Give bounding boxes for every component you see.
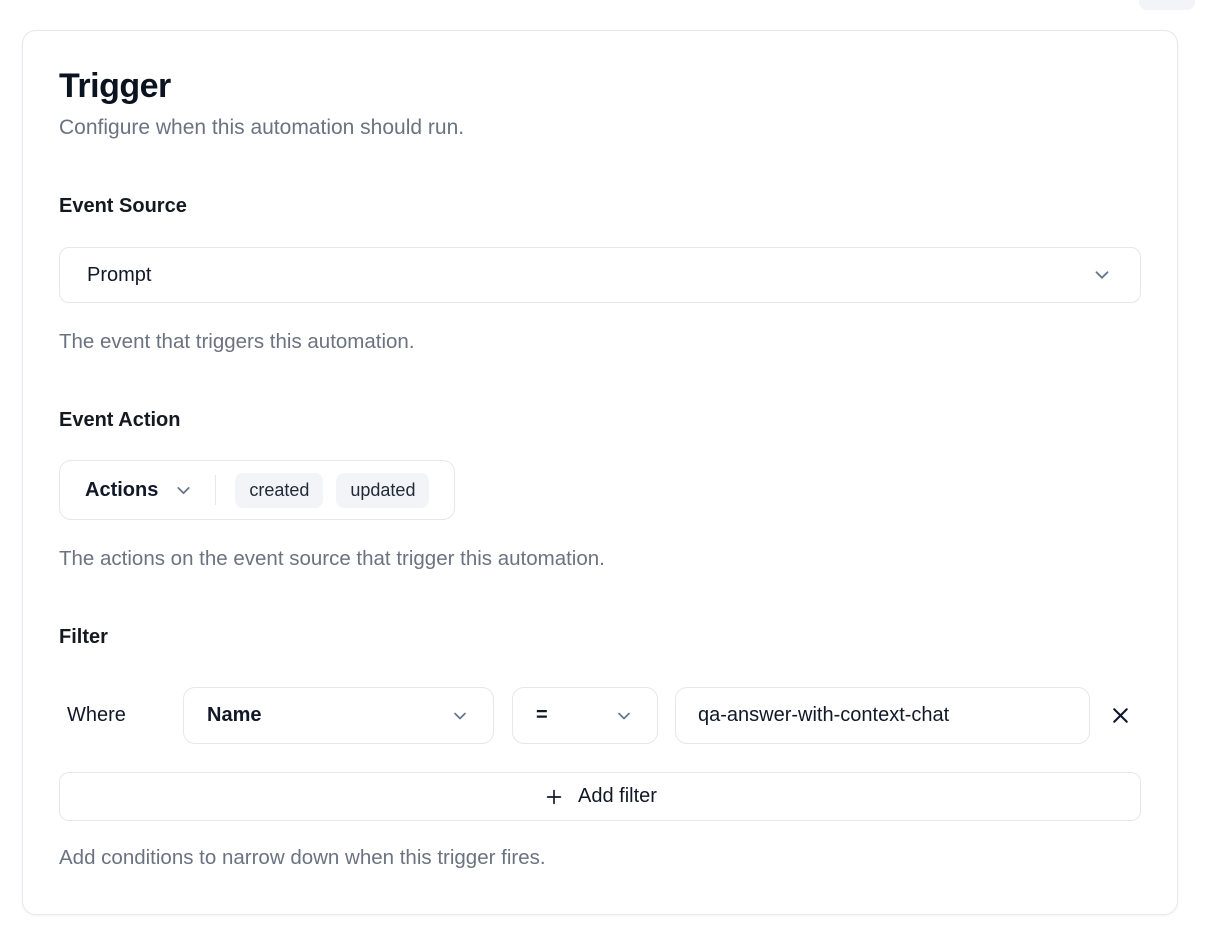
filter-operator-value: = (536, 704, 548, 727)
event-source-select[interactable]: Prompt (59, 247, 1141, 304)
page-title: Trigger (59, 67, 171, 105)
chevron-down-icon (450, 706, 470, 726)
event-action-dropdown[interactable]: Actions (85, 479, 194, 502)
filter-value-input[interactable] (675, 687, 1090, 745)
filter-operator-select[interactable]: = (512, 687, 658, 745)
event-source-helper: The event that triggers this automation. (59, 330, 415, 354)
action-chip-updated[interactable]: updated (336, 472, 430, 508)
filter-helper: Add conditions to narrow down when this … (59, 846, 546, 870)
event-action-control: Actions created updated (59, 460, 456, 521)
close-icon (1108, 703, 1133, 728)
plus-icon (543, 786, 565, 808)
page-subtitle: Configure when this automation should ru… (59, 116, 465, 140)
filter-field-select[interactable]: Name (183, 687, 494, 745)
filter-where-label: Where (67, 704, 126, 727)
chevron-down-icon (173, 480, 194, 501)
cutoff-element (1139, 0, 1195, 10)
event-action-dropdown-label: Actions (85, 478, 159, 501)
trigger-card: Trigger Configure when this automation s… (22, 30, 1178, 915)
filter-field-value: Name (207, 704, 262, 727)
remove-filter-button[interactable] (1099, 695, 1141, 737)
add-filter-label: Add filter (578, 785, 657, 808)
event-source-label: Event Source (59, 195, 187, 218)
event-source-selected-value: Prompt (87, 263, 152, 286)
filter-label: Filter (59, 626, 108, 649)
chevron-down-icon (614, 706, 634, 726)
filter-row: Where Name = (59, 687, 1141, 745)
divider (215, 475, 217, 506)
selected-action-chips: created updated (235, 472, 430, 508)
event-action-label: Event Action (59, 409, 181, 432)
chevron-down-icon (1091, 264, 1113, 286)
event-action-helper: The actions on the event source that tri… (59, 547, 605, 571)
action-chip-created[interactable]: created (235, 472, 324, 508)
add-filter-button[interactable]: Add filter (59, 772, 1141, 822)
